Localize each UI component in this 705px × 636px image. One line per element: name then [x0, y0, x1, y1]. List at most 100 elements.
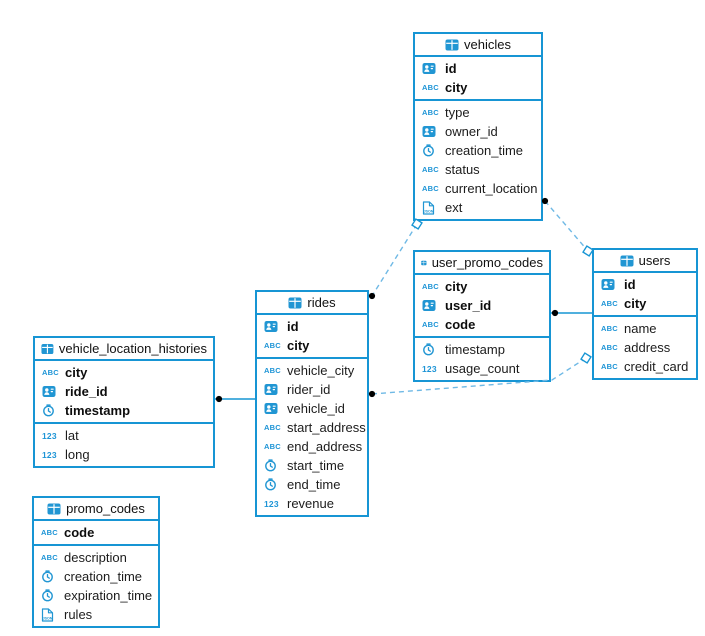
field-row-long[interactable]: 123 long	[35, 445, 213, 464]
table-user_promo_codes[interactable]: user_promo_codes ABC city user_id ABC co…	[413, 250, 551, 382]
field-name: city	[287, 338, 310, 353]
table-vehicle_location_histories[interactable]: vehicle_location_histories ABC city ride…	[33, 336, 215, 468]
text-type-icon: ABC	[601, 362, 618, 371]
columns-section: ABC description creation_time expiration…	[34, 544, 158, 626]
text-type-icon: ABC	[264, 442, 281, 451]
timestamp-clock-icon	[423, 343, 434, 356]
table-header[interactable]: vehicles	[415, 34, 541, 57]
field-row-city[interactable]: ABC city	[415, 78, 541, 97]
field-row-city[interactable]: ABC city	[415, 277, 549, 296]
table-promo_codes[interactable]: promo_codes ABC code ABC description cre…	[32, 496, 160, 628]
field-row-address[interactable]: ABC address	[594, 338, 696, 357]
id-badge-icon	[422, 126, 436, 137]
table-vehicles[interactable]: vehicles id ABC city ABC type	[413, 32, 543, 221]
relationship-vehicles-rides	[371, 223, 418, 297]
field-row-vehicle_id[interactable]: vehicle_id	[257, 399, 367, 418]
table-header[interactable]: user_promo_codes	[415, 252, 549, 275]
timestamp-clock-icon	[42, 570, 53, 583]
field-row-name[interactable]: ABC name	[594, 319, 696, 338]
text-type-icon: ABC	[422, 165, 439, 174]
timestamp-clock-icon	[423, 144, 434, 157]
number-type-icon: 123	[42, 430, 57, 441]
field-name: revenue	[287, 496, 334, 511]
text-type-icon: ABC	[264, 366, 281, 375]
id-badge-icon	[42, 386, 56, 397]
one-end-dot-marker	[368, 390, 376, 398]
id-badge-icon	[601, 279, 615, 290]
field-row-city[interactable]: ABC city	[35, 363, 213, 382]
table-title: vehicle_location_histories	[58, 341, 207, 356]
text-type-icon: ABC	[42, 368, 59, 377]
table-header[interactable]: users	[594, 250, 696, 273]
svg-text:JSON: JSON	[424, 209, 434, 213]
id-badge-icon	[264, 403, 278, 414]
field-row-end_time[interactable]: end_time	[257, 475, 367, 494]
field-name: id	[445, 61, 457, 76]
field-row-id[interactable]: id	[257, 317, 367, 336]
id-badge-icon	[422, 63, 436, 74]
field-row-type[interactable]: ABC type	[415, 103, 541, 122]
text-type-icon: ABC	[264, 341, 281, 350]
field-row-timestamp[interactable]: timestamp	[35, 401, 213, 420]
field-row-rules[interactable]: JSON rules	[34, 605, 158, 624]
one-end-dot-marker	[368, 292, 376, 300]
svg-text:JSON: JSON	[43, 616, 53, 620]
field-name: end_address	[287, 439, 363, 454]
json-document-icon: JSON	[422, 200, 435, 215]
field-row-ext[interactable]: JSON ext	[415, 198, 541, 217]
table-title: promo_codes	[66, 501, 145, 516]
field-row-creation_time[interactable]: creation_time	[415, 141, 541, 160]
field-row-creation_time[interactable]: creation_time	[34, 567, 158, 586]
one-end-dot-marker	[551, 309, 559, 317]
field-row-status[interactable]: ABC status	[415, 160, 541, 179]
field-row-id[interactable]: id	[415, 59, 541, 78]
text-type-icon: ABC	[422, 108, 439, 117]
field-row-start_time[interactable]: start_time	[257, 456, 367, 475]
field-row-city[interactable]: ABC city	[257, 336, 367, 355]
text-type-icon: ABC	[601, 324, 618, 333]
field-row-lat[interactable]: 123 lat	[35, 426, 213, 445]
field-row-credit_card[interactable]: ABC credit_card	[594, 357, 696, 376]
field-row-owner_id[interactable]: owner_id	[415, 122, 541, 141]
table-rides[interactable]: rides id ABC city ABC vehicle_city	[255, 290, 369, 517]
field-name: user_id	[445, 298, 492, 313]
table-icon	[41, 343, 54, 354]
table-title: vehicles	[464, 37, 511, 52]
field-row-id[interactable]: id	[594, 275, 696, 294]
field-row-user_id[interactable]: user_id	[415, 296, 549, 315]
field-row-code[interactable]: ABC code	[415, 315, 549, 334]
field-row-end_address[interactable]: ABC end_address	[257, 437, 367, 456]
field-row-current_location[interactable]: ABC current_location	[415, 179, 541, 198]
field-row-timestamp[interactable]: timestamp	[415, 340, 549, 359]
table-title: users	[638, 253, 671, 268]
field-name: id	[287, 319, 299, 334]
field-row-city[interactable]: ABC city	[594, 294, 696, 313]
text-type-icon: ABC	[422, 320, 439, 329]
field-row-code[interactable]: ABC code	[34, 523, 158, 542]
field-row-rider_id[interactable]: rider_id	[257, 380, 367, 399]
field-row-vehicle_city[interactable]: ABC vehicle_city	[257, 361, 367, 380]
field-name: rules	[64, 607, 93, 622]
field-row-usage_count[interactable]: 123 usage_count	[415, 359, 549, 378]
field-row-revenue[interactable]: 123 revenue	[257, 494, 367, 513]
field-name: id	[624, 277, 636, 292]
table-header[interactable]: rides	[257, 292, 367, 315]
table-header[interactable]: vehicle_location_histories	[35, 338, 213, 361]
table-users[interactable]: users id ABC city ABC name ABC address	[592, 248, 698, 380]
field-row-description[interactable]: ABC description	[34, 548, 158, 567]
field-name: city	[624, 296, 647, 311]
field-row-expiration_time[interactable]: expiration_time	[34, 586, 158, 605]
key-columns-section: ABC city user_id ABC code	[415, 275, 549, 336]
field-name: usage_count	[445, 361, 520, 376]
table-header[interactable]: promo_codes	[34, 498, 158, 521]
many-end-diamond-marker	[580, 352, 592, 364]
field-row-ride_id[interactable]: ride_id	[35, 382, 213, 401]
key-columns-section: ABC city ride_id timestamp	[35, 361, 213, 422]
json-document-icon: JSON	[41, 607, 54, 622]
field-row-start_address[interactable]: ABC start_address	[257, 418, 367, 437]
field-name: expiration_time	[64, 588, 153, 603]
field-name: status	[445, 162, 480, 177]
relationship-vehicles-users	[544, 200, 589, 252]
text-type-icon: ABC	[422, 282, 439, 291]
